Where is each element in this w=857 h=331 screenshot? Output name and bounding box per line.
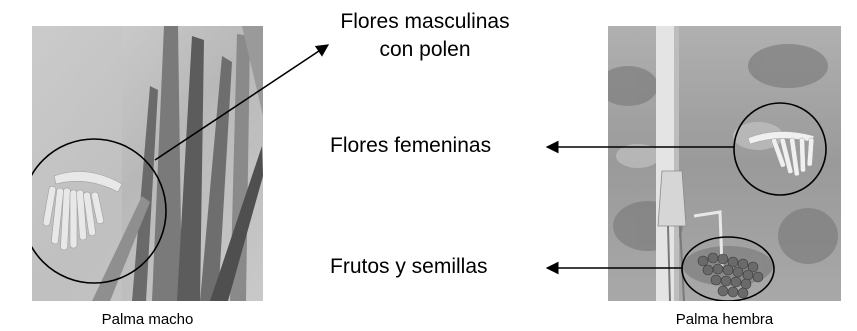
male-flowers-label: Flores masculinas con polen [305, 8, 545, 64]
female-palm-photo [608, 26, 841, 301]
male-palm-illustration [32, 26, 263, 301]
male-flowers-arrow [154, 44, 330, 161]
fruits-seeds-label: Frutos y semillas [330, 255, 488, 278]
male-palm-photo [32, 26, 263, 301]
female-palm-caption: Palma hembra [675, 311, 774, 328]
female-flowers-label: Flores femeninas [330, 134, 492, 157]
male-palm-caption: Palma macho [101, 311, 194, 328]
male-flowers-label-line2: con polen [379, 38, 471, 61]
male-flowers-label-line1: Flores masculinas [340, 10, 510, 33]
female-palm-illustration [608, 26, 841, 301]
